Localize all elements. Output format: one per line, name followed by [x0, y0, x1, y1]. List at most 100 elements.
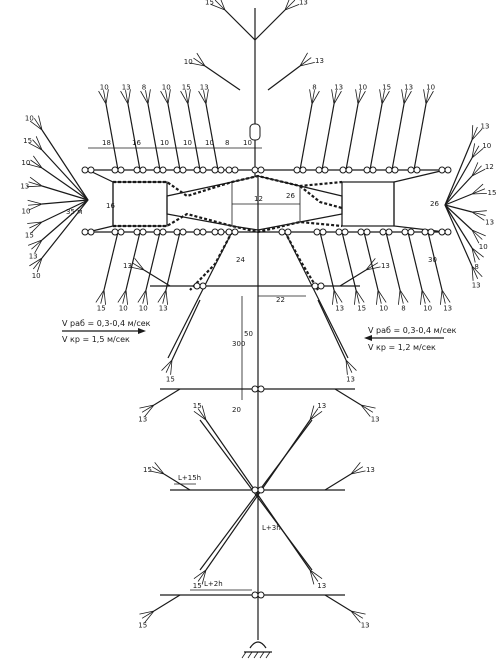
- cross-right-tine: [360, 404, 371, 417]
- right-branch-label: 13: [481, 122, 490, 130]
- arrow-head-left: [138, 328, 146, 334]
- cross-left-pipe: [163, 473, 191, 491]
- upper-branch-label: 15: [382, 83, 391, 91]
- leg-left-pipe: [171, 299, 201, 361]
- valve-node: [413, 166, 421, 174]
- upper-branch-tine: [357, 90, 366, 105]
- right-branch-tine: [471, 210, 487, 213]
- left-branch-tine: [32, 139, 43, 151]
- x-branch-tine: [193, 569, 207, 579]
- left-branch-label: 10: [25, 115, 34, 123]
- right-branch-pipe: [444, 204, 473, 231]
- valve-node: [385, 228, 393, 236]
- leg-left: [167, 231, 233, 359]
- dash-lower-left: [189, 231, 233, 291]
- right-branch-tine: [471, 128, 483, 141]
- right-branch-pipe: [444, 139, 473, 206]
- left-branch-tine: [33, 118, 43, 131]
- left-branch-label: 13: [29, 253, 38, 261]
- cross-left-pipe: [153, 594, 181, 612]
- cross-left-tine: [134, 258, 145, 271]
- valve-node: [81, 166, 89, 174]
- dim-top-2: 10: [160, 139, 169, 147]
- outlet-symbol: [241, 641, 272, 659]
- lower-branch-tine: [376, 289, 379, 305]
- valve-node: [321, 166, 329, 174]
- left-frame-taper: [87, 169, 114, 233]
- lower-branch-tine: [165, 289, 168, 305]
- dim-v20: 20: [232, 406, 241, 414]
- upper-branch-pipe: [187, 103, 201, 171]
- top-branch-tine: [210, 3, 226, 11]
- right-frame-box: [341, 181, 395, 227]
- dim-l2h: L+2h: [204, 580, 223, 588]
- cross-right-tine: [365, 266, 381, 271]
- top-branch-tine: [299, 52, 308, 67]
- upper-branch-label: 13: [404, 83, 413, 91]
- leg-right-tine: [345, 359, 357, 371]
- right-branch-tine: [471, 143, 476, 159]
- upper-branch-tine: [379, 89, 383, 105]
- valve-node: [179, 228, 187, 236]
- cross-right-tine: [350, 610, 366, 615]
- dim-top-1: 16: [132, 139, 141, 147]
- valve-node: [407, 228, 415, 236]
- lower-branch-tine: [441, 289, 451, 303]
- left-branch-tine: [30, 159, 43, 169]
- upper-branch-tine: [180, 90, 189, 105]
- cross-right-tine: [350, 470, 366, 475]
- lower-branch-tine: [95, 289, 105, 303]
- right-branch-tine: [471, 145, 480, 159]
- upper-branch-tine: [203, 90, 207, 105]
- dim-left-diag: 35 м: [66, 208, 82, 216]
- cross-left-tine: [141, 610, 155, 619]
- cross-left-label: 15: [138, 622, 147, 630]
- right-branch-tine: [471, 211, 485, 221]
- left-branch-tine: [31, 239, 43, 250]
- v-work-right: V раб = 0,3-0,4 м/сек: [368, 326, 457, 335]
- upper-branch-tine: [103, 90, 107, 105]
- valve-node: [317, 282, 325, 290]
- valve-node: [257, 385, 265, 393]
- valve-node: [87, 166, 95, 174]
- right-branch-tine: [471, 247, 484, 258]
- leg-right-tine: [345, 359, 353, 373]
- top-branch-pipe: [254, 9, 286, 41]
- lower-branch-pipe: [319, 231, 335, 291]
- upper-branch-tine: [185, 90, 189, 105]
- valve-node: [159, 228, 167, 236]
- upper-branch-tine: [357, 90, 361, 105]
- velocity-right: V раб = 0,3-0,4 м/сек V кр = 1,2 м/сек: [364, 326, 457, 352]
- valve-node: [363, 228, 371, 236]
- left-branch-tine: [29, 176, 43, 187]
- cross-right-tine: [365, 258, 376, 271]
- x-branch-tine: [193, 411, 207, 421]
- upper-branch-tine: [381, 90, 385, 105]
- valve-node: [257, 166, 265, 174]
- lower-branch-tine: [355, 289, 365, 303]
- upper-branch-tine: [425, 90, 434, 105]
- lower-branch-tine: [137, 289, 147, 303]
- dim-v24: 24: [236, 256, 245, 264]
- top-valve: [249, 123, 261, 141]
- dim-right-frame: 26: [430, 200, 439, 208]
- valve-node: [278, 228, 286, 236]
- right-branch-label: 13: [472, 281, 481, 289]
- valve-node: [251, 486, 259, 494]
- valve-node: [211, 166, 219, 174]
- valve-node: [199, 228, 207, 236]
- valve-node: [407, 166, 415, 174]
- top-branch-tine: [299, 57, 312, 67]
- upper-branch-tine: [333, 90, 342, 105]
- top-branch-tine: [284, 0, 290, 11]
- valve-node: [257, 486, 265, 494]
- right-branch-tine: [471, 229, 483, 240]
- right-branch-label: 8: [474, 263, 478, 271]
- cross-left-pipe: [143, 269, 171, 287]
- right-branch-tine: [471, 247, 476, 263]
- lower-branch-tine: [420, 289, 423, 305]
- lower-branch-tine: [157, 289, 167, 303]
- valve-node: [391, 166, 399, 174]
- upper-branch-pipe: [321, 103, 335, 171]
- dim-top-0: 18: [102, 139, 111, 147]
